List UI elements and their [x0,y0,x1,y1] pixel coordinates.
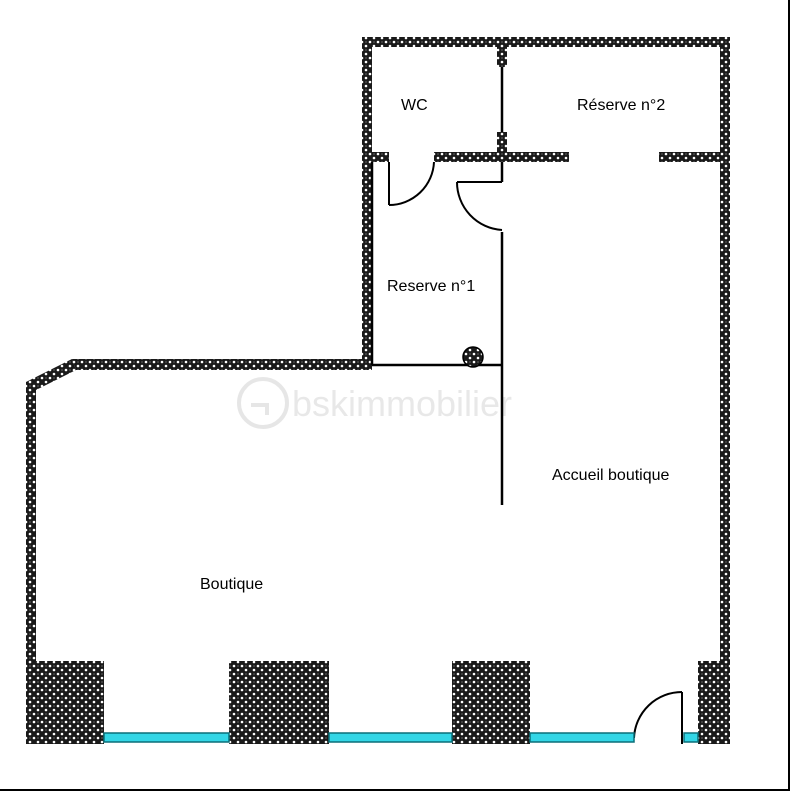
wall-reserve-left [362,37,372,370]
watermark: bskimmobilier [237,377,512,429]
wall-wc-divider-top [497,47,507,67]
wall-reserve2-bottom [659,152,720,162]
interior-walls [372,47,720,162]
pier-1 [26,661,104,744]
room-label-reserve-1: Reserve n°1 [387,278,475,295]
wall-wc-bottom-right [434,152,569,162]
partitions [370,67,504,505]
door-reserve1-swing [455,181,503,231]
window-4 [683,732,699,743]
door-wc-swing [388,161,435,207]
windows [103,732,699,743]
window-1 [103,732,230,743]
wall-boutique-top [72,359,372,370]
wall-left [26,382,36,744]
wall-right [720,37,730,744]
exterior-walls [26,37,730,744]
wall-corner-diagonal [26,359,76,390]
door-entrance-swing [633,690,683,739]
room-label-reserve-2: Réserve n°2 [577,97,665,114]
window-2 [328,732,453,743]
room-label-wc: WC [401,97,428,114]
room-label-accueil-boutique: Accueil boutique [552,467,670,484]
room-label-boutique: Boutique [200,576,263,593]
watermark-logo-icon [237,377,289,429]
pier-2 [229,661,329,744]
window-3 [529,732,635,743]
pier-4 [698,661,730,744]
wall-top [362,37,730,47]
column [462,346,484,368]
watermark-text: bskimmobilier [292,383,512,424]
wall-wc-bottom-left [372,152,389,162]
wall-wc-divider-bottom [497,132,507,152]
pier-3 [452,661,530,744]
doors [388,161,683,744]
